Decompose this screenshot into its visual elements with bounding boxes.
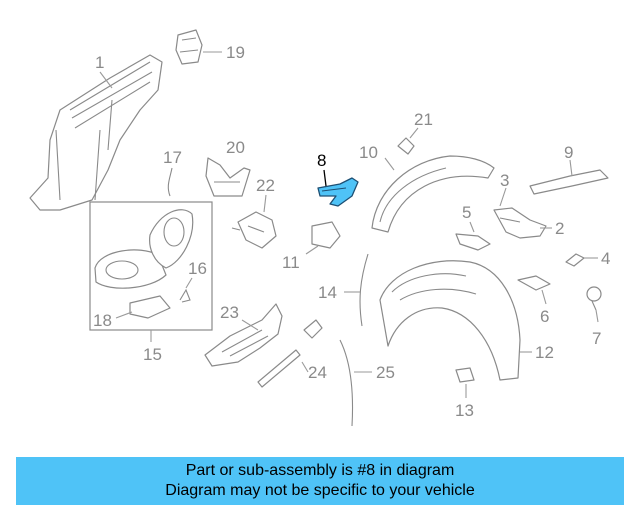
callout-6: 6 (540, 307, 549, 326)
callout-22: 22 (256, 176, 275, 195)
part-1-quarter-panel[interactable]: 1 (29, 53, 163, 211)
part-19-bracket[interactable]: 19 (175, 29, 245, 65)
part-2-panel[interactable]: 2 (493, 207, 564, 239)
callout-14: 14 (318, 283, 337, 302)
callout-13: 13 (455, 401, 474, 420)
part-8-bracket-highlighted[interactable]: 8 (317, 151, 359, 207)
part-25-trim-strip[interactable]: 25 (339, 339, 395, 427)
callout-5: 5 (462, 203, 471, 222)
part-9-rail[interactable]: 9 (529, 143, 609, 195)
callout-8: 8 (317, 151, 326, 170)
callout-2: 2 (555, 219, 564, 238)
callout-7: 7 (592, 329, 601, 348)
callout-20: 20 (226, 138, 245, 157)
part-17-cable[interactable]: 17 (163, 148, 182, 197)
part-14-molding[interactable]: 14 (318, 253, 369, 327)
callout-4: 4 (601, 249, 610, 268)
callout-10: 10 (359, 143, 378, 162)
callout-12: 12 (535, 343, 554, 362)
part-24-strip[interactable]: 24 (257, 319, 327, 388)
callout-9: 9 (564, 143, 573, 162)
callout-1: 1 (95, 53, 104, 72)
part-13-block[interactable]: 13 (455, 367, 475, 420)
fuel-door-inset: 16 18 15 (89, 201, 213, 364)
callout-17: 17 (163, 148, 182, 167)
part-23-inner-panel[interactable]: 23 (204, 303, 283, 367)
part-5-bracket[interactable]: 5 (455, 203, 491, 251)
part-20-housing[interactable]: 20 (205, 138, 251, 197)
part-4-clip[interactable]: 4 (565, 249, 610, 268)
callout-21: 21 (414, 110, 433, 129)
callout-23: 23 (220, 303, 239, 322)
part-21-clip[interactable]: 21 (397, 110, 433, 155)
callout-11: 11 (282, 253, 300, 272)
part-22-actuator[interactable]: 22 (231, 176, 277, 249)
part-16-spring[interactable]: 16 (179, 259, 207, 303)
callout-18: 18 (93, 311, 112, 330)
callout-15: 15 (143, 345, 162, 364)
banner-line-2: Diagram may not be specific to your vehi… (165, 482, 475, 499)
callout-16: 16 (188, 259, 207, 278)
part-7-fastener[interactable]: 7 (586, 286, 602, 348)
part-11-plate[interactable]: 11 (282, 221, 341, 272)
part-6-bracket[interactable]: 6 (517, 275, 551, 326)
part-15-fuel-door-housing[interactable] (94, 209, 194, 289)
parts-diagram: 1 19 17 20 22 16 (29, 29, 610, 427)
callout-3: 3 (500, 171, 509, 190)
info-banner: Part or sub-assembly is #8 in diagram Di… (16, 457, 624, 505)
part-18-fuel-door[interactable]: 18 (93, 295, 171, 330)
callout-19: 19 (226, 43, 245, 62)
part-3-clip[interactable]: 3 (499, 171, 509, 207)
part-12-wheel-housing[interactable]: 12 (379, 260, 554, 381)
callout-24: 24 (308, 363, 327, 382)
part-10-wheel-arch-liner[interactable]: 10 (359, 143, 495, 233)
banner-line-1: Part or sub-assembly is #8 in diagram (185, 462, 455, 479)
callout-25: 25 (376, 363, 395, 382)
